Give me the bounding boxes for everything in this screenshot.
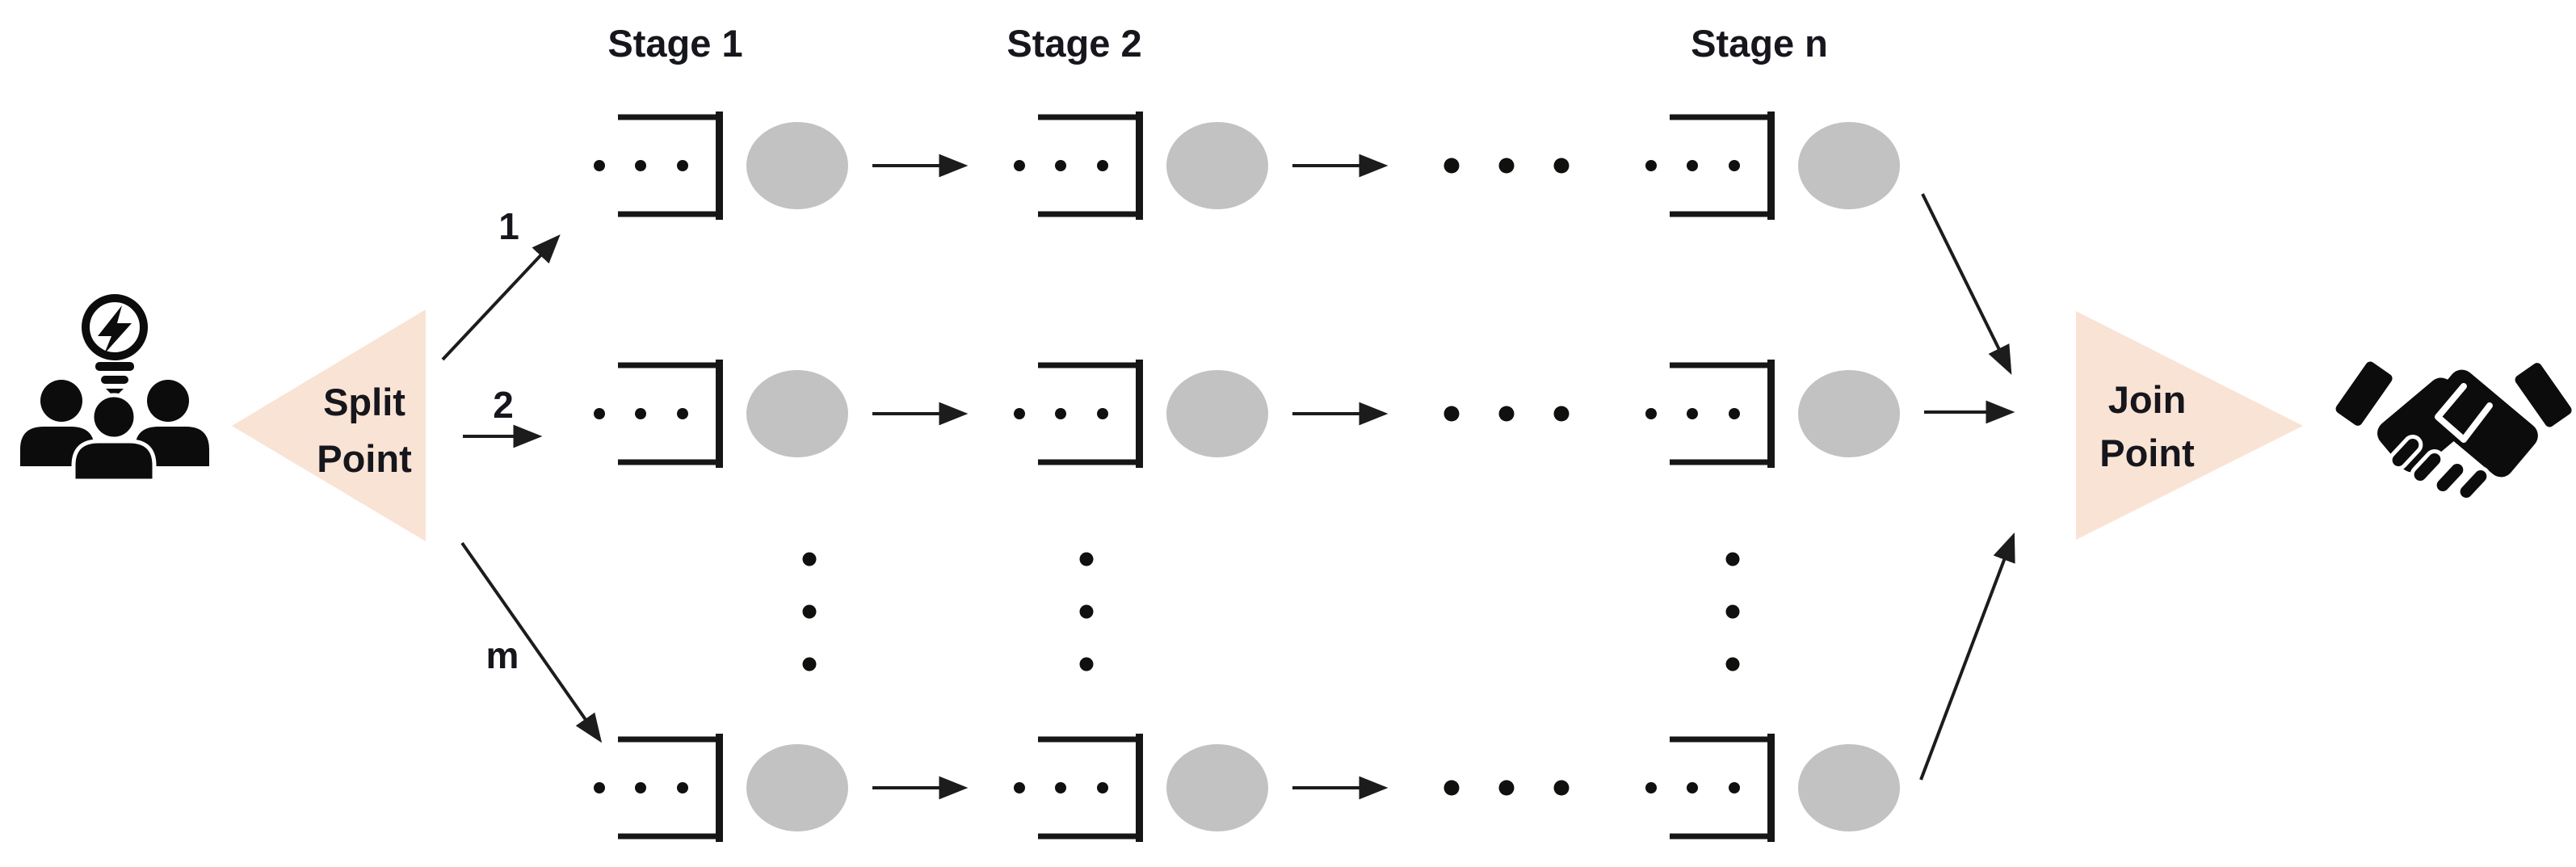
join-point-label-line2: Point bbox=[2099, 431, 2195, 474]
split-point-label-line2: Point bbox=[317, 437, 412, 480]
handshake-icon bbox=[2335, 361, 2572, 503]
queue-icon bbox=[1645, 734, 1771, 842]
server-circle-icon bbox=[1798, 370, 1900, 457]
stage-n-title: Stage n bbox=[1691, 22, 1828, 65]
queue-icon bbox=[1014, 360, 1140, 468]
horizontal-ellipsis-icon bbox=[1443, 158, 1570, 174]
vertical-ellipsis-icon bbox=[802, 552, 817, 671]
queue-icon bbox=[1014, 112, 1140, 220]
horizontal-ellipsis-icon bbox=[1443, 406, 1570, 422]
split-arrow-branch-m bbox=[460, 541, 603, 743]
join-point-triangle bbox=[2076, 311, 2303, 540]
queue-icon bbox=[594, 360, 720, 468]
server-circle-icon bbox=[746, 370, 848, 457]
server-circle-icon bbox=[1166, 122, 1268, 209]
branch-label-m: m bbox=[486, 634, 519, 676]
server-circle-icon bbox=[746, 744, 848, 831]
branch-row-1 bbox=[594, 112, 2012, 375]
queue-icon bbox=[1645, 360, 1771, 468]
server-circle-icon bbox=[1798, 744, 1900, 831]
stage-1-title: Stage 1 bbox=[607, 22, 742, 65]
queue-icon bbox=[594, 734, 720, 842]
vertical-ellipsis-icon bbox=[1079, 552, 1094, 671]
split-point-label-line1: Split bbox=[323, 381, 406, 423]
queue-icon bbox=[1014, 734, 1140, 842]
branch-row-m bbox=[594, 532, 2015, 842]
vertical-ellipsis-icon bbox=[1725, 552, 1740, 671]
server-circle-icon bbox=[1798, 122, 1900, 209]
team-idea-icon bbox=[20, 294, 209, 483]
team-icon bbox=[20, 380, 209, 483]
stage-2-title: Stage 2 bbox=[1006, 22, 1141, 65]
join-point-label-line1: Join bbox=[2108, 378, 2187, 421]
server-circle-icon bbox=[746, 122, 848, 209]
queue-icon bbox=[594, 112, 720, 220]
idea-bulb-icon bbox=[82, 294, 148, 398]
branch-label-1: 1 bbox=[498, 205, 519, 247]
branch-label-2: 2 bbox=[493, 384, 514, 426]
branch-row-2 bbox=[594, 360, 2015, 468]
horizontal-ellipsis-icon bbox=[1443, 780, 1570, 796]
row1-to-join-arrow bbox=[1921, 193, 2012, 375]
rowm-to-join-arrow bbox=[1919, 532, 2015, 781]
server-circle-icon bbox=[1166, 370, 1268, 457]
server-circle-icon bbox=[1166, 744, 1268, 831]
split-arrow-branch-1 bbox=[441, 234, 561, 361]
split-point-triangle bbox=[232, 309, 426, 541]
queue-icon bbox=[1645, 112, 1771, 220]
